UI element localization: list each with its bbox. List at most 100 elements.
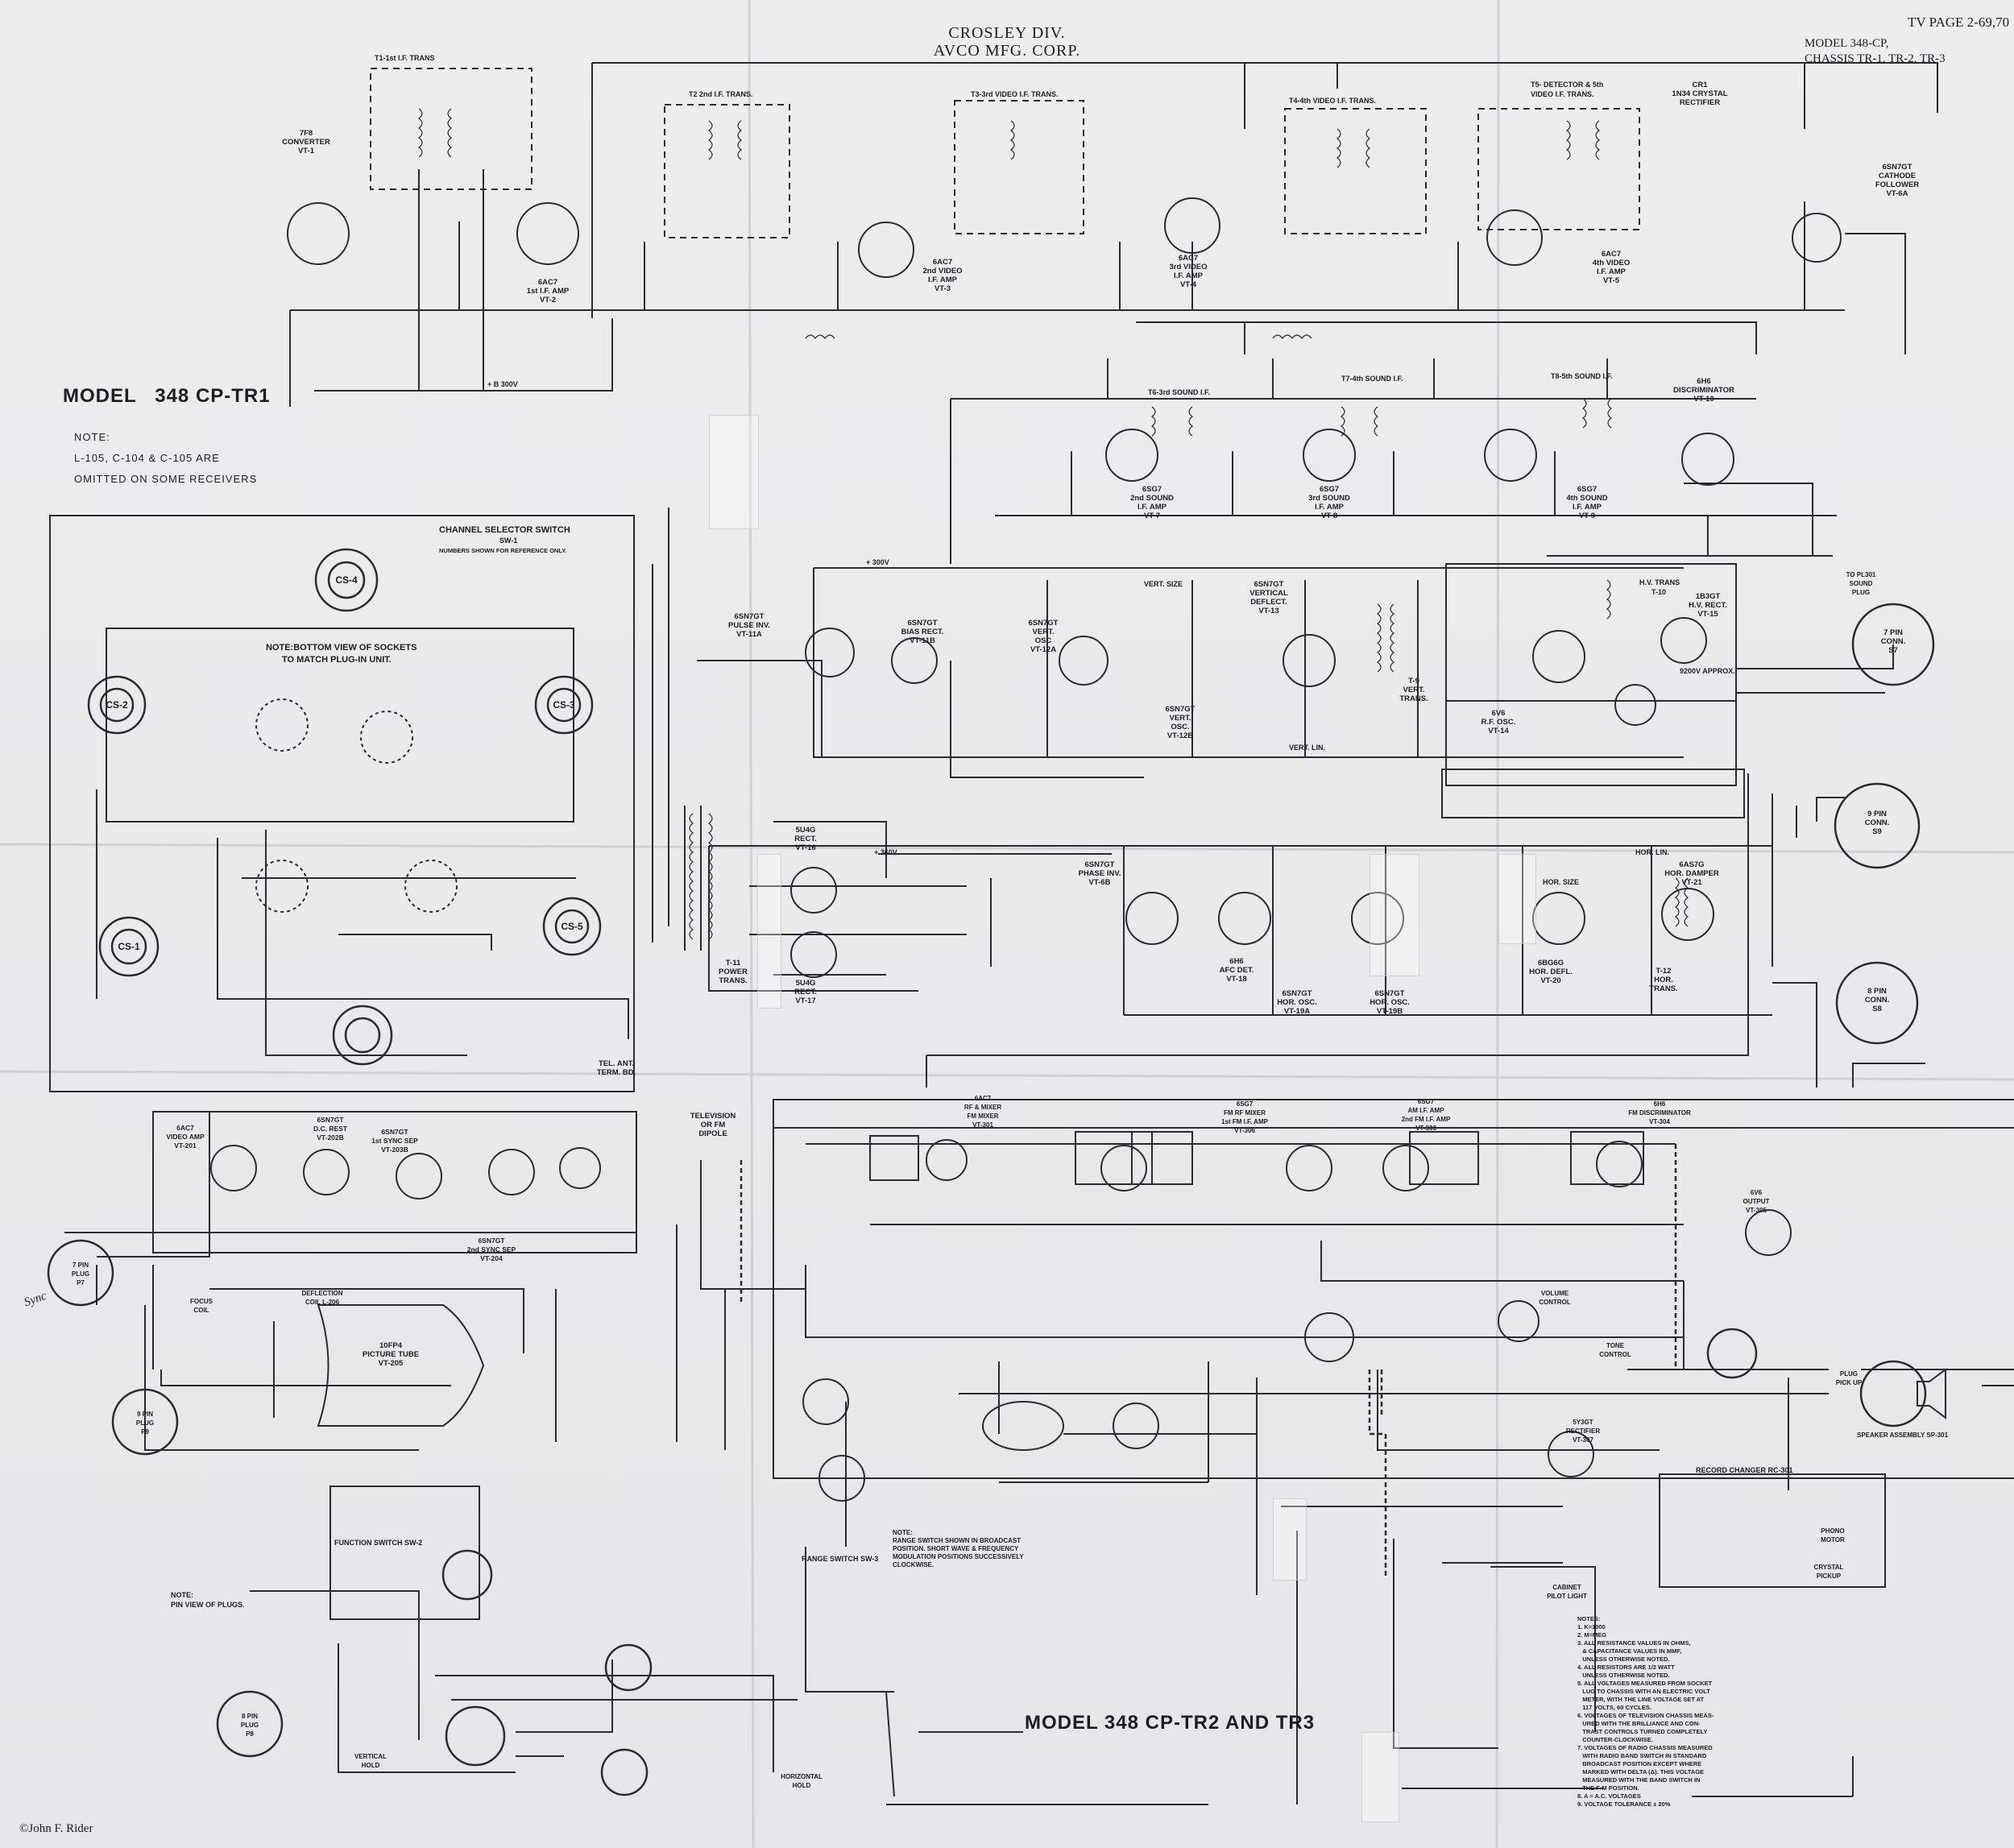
tube-vt11b: 6SN7GT BIAS RECT. VT-11B xyxy=(901,619,944,645)
tube-vt303: 6SG7 AM I.F. AMP 2nd FM I.F. AMP VT-303 xyxy=(1401,1098,1451,1132)
tube-vt10: 6H6 DISCRIMINATOR VT-10 xyxy=(1673,377,1734,404)
tube-vt12a: 6SN7GT VERT. OSC VT-12A xyxy=(1028,619,1059,654)
plug-p9: 9 PIN PLUG P9 xyxy=(135,1411,155,1436)
t2-label: T2 2nd I.F. TRANS. xyxy=(689,90,753,98)
channel-selector-label: CHANNEL SELECTOR SWITCH xyxy=(439,525,570,535)
tube-vt21: 6AS7G HOR. DAMPER VT-21 xyxy=(1664,860,1719,887)
tube-vt20: 6BG6G HOR. DEFL. VT-20 xyxy=(1529,959,1573,985)
tube-vt7: 6SG7 2nd SOUND I.F. AMP VT-7 xyxy=(1130,485,1174,520)
record-changer-label: RECORD CHANGER RC-301 xyxy=(1696,1466,1793,1474)
tape-strip xyxy=(1498,854,1536,944)
t8-label: T8-5th SOUND I.F. xyxy=(1551,372,1613,380)
t5-label-b: VIDEO I.F. TRANS. xyxy=(1531,90,1594,98)
hv-label: 9200V APPROX. xyxy=(1680,667,1735,675)
tv-page-ref: TV PAGE 2-69,70 xyxy=(1908,15,2010,30)
volume-control: VOLUME CONTROL xyxy=(1539,1290,1571,1306)
crystal-rectifier: CR1 1N34 CRYSTAL RECTIFIER xyxy=(1672,81,1728,107)
tube-vt6b: 6SN7GT PHASE INV. VT-6B xyxy=(1078,860,1121,887)
plug-p7: 7 PIN PLUG P7 xyxy=(71,1262,90,1287)
conn-s9: 9 PIN CONN. S9 xyxy=(1864,810,1890,836)
tube-vt17: 5U4G RECT. VT-17 xyxy=(794,979,817,1005)
phono-motor: PHONO MOTOR xyxy=(1821,1527,1845,1543)
numbers-ref-label: NUMBERS SHOWN FOR REFERENCE ONLY. xyxy=(439,547,567,554)
trans-t9: T-9 VERT. TRANS. xyxy=(1399,677,1428,703)
tube-vt203: 6SN7GT 1st SYNC SEP VT-203B xyxy=(371,1128,418,1154)
tape-strip xyxy=(1370,854,1419,976)
note-label: NOTE: xyxy=(74,431,110,443)
t5-label-a: T5- DETECTOR & 5th xyxy=(1531,81,1604,89)
plug-p8: 8 PIN PLUG P8 xyxy=(240,1713,259,1738)
tel-ant-label: TEL. ANT. TERM. BD. xyxy=(596,1059,636,1077)
tube-vt202: 6SN7GT D.C. REST VT-202B xyxy=(313,1116,348,1142)
division-title: CROSLEY DIV. xyxy=(948,24,1066,42)
function-switch-label: FUNCTION SWITCH SW-2 xyxy=(334,1539,423,1547)
tape-strip xyxy=(1361,1732,1399,1822)
trans-t12: T-12 HOR. TRANS. xyxy=(1649,967,1678,993)
range-switch-note: NOTE: RANGE SWITCH SHOWN IN BROADCAST PO… xyxy=(893,1529,1024,1568)
tube-vt9: 6SG7 4th SOUND I.F. AMP VT-9 xyxy=(1566,485,1608,520)
socket-cs4: CS-4 xyxy=(335,574,358,586)
t4-label: T4-4th VIDEO I.F. TRANS. xyxy=(1289,97,1377,105)
tube-vt19b: 6SN7GT HOR. OSC. VT-19B xyxy=(1370,989,1410,1016)
bottom-view-note2: TO MATCH PLUG-IN UNIT. xyxy=(282,655,392,665)
tube-vt1: 7F8 CONVERTER VT-1 xyxy=(282,129,330,155)
tube-vt6a: 6SN7GT CATHODE FOLLOWER VT-6A xyxy=(1875,163,1920,198)
tube-vt305: 6V6 OUTPUT VT-305 xyxy=(1743,1189,1770,1214)
plug-pick-up: PLUG PICK UP xyxy=(1835,1370,1863,1386)
tube-vt14: 6V6 R.F. OSC. VT-14 xyxy=(1481,709,1516,735)
plug-view-note2: PIN VIEW OF PLUGS. xyxy=(171,1601,245,1609)
vert-lin-label: VERT. LIN. xyxy=(1289,744,1326,752)
tone-control: TONE CONTROL xyxy=(1599,1342,1631,1358)
power-trans-label: T-11 POWER TRANS. xyxy=(719,959,748,985)
corp-title: AVCO MFG. CORP. xyxy=(933,42,1081,60)
socket-cs1: CS-1 xyxy=(118,941,140,952)
bottom-view-note: NOTE:BOTTOM VIEW OF SOCKETS xyxy=(266,643,417,653)
tube-vt3: 6AC7 2nd VIDEO I.F. AMP VT-3 xyxy=(922,258,963,293)
picture-tube-label: 10FP4 PICTURE TUBE VT-205 xyxy=(362,1341,420,1368)
tube-vt307: 5Y3GT RECTIFIER VT-307 xyxy=(1565,1419,1601,1444)
tube-vt306: 6SG7 FM RF MIXER 1st FM I.F. AMP VT-306 xyxy=(1221,1100,1268,1134)
vert-size-label: VERT. SIZE xyxy=(1144,580,1183,588)
note-line2: OMITTED ON SOME RECEIVERS xyxy=(74,473,258,485)
tube-vt2: 6AC7 1st I.F. AMP VT-2 xyxy=(526,278,570,305)
tube-vt12b: 6SN7GT VERT. OSC. VT-12B xyxy=(1165,705,1196,740)
tube-vt13: 6SN7GT VERTICAL DEFLECT. VT-13 xyxy=(1249,580,1288,615)
to-pl301: TO PL301 SOUND PLUG xyxy=(1846,571,1876,596)
model-ref-line1: MODEL 348-CP, xyxy=(1805,37,1889,50)
tube-vt201: 6AC7 VIDEO AMP VT-201 xyxy=(166,1124,205,1150)
range-switch-label: RANGE SWITCH SW-3 xyxy=(802,1555,879,1563)
tube-vt19a: 6SN7GT HOR. OSC. VT-19A xyxy=(1277,989,1317,1016)
tube-vt5: 6AC7 4th VIDEO I.F. AMP VT-5 xyxy=(1592,250,1631,285)
b-plus-300: + B 300V xyxy=(487,380,518,388)
tube-vt301: 6AC7 RF & MIXER FM MIXER VT-301 xyxy=(963,1095,1002,1129)
deflection-coil: DEFLECTION COIL L-206 xyxy=(301,1290,343,1306)
television-dipole-label: TELEVISION OR FM DIPOLE xyxy=(690,1112,736,1138)
hor-size-label: HOR. SIZE xyxy=(1543,878,1580,886)
tape-strip xyxy=(709,415,759,529)
sw1-label: SW-1 xyxy=(499,537,518,545)
t7-label: T7-4th SOUND I.F. xyxy=(1341,375,1403,383)
crystal-pickup: CRYSTAL PICKUP xyxy=(1813,1564,1844,1580)
tube-vt15: 1B3GT H.V. RECT. VT-15 xyxy=(1689,592,1727,619)
tube-vt8: 6SG7 3rd SOUND I.F. AMP VT-8 xyxy=(1308,485,1350,520)
pilot-light: CABINET PILOT LIGHT xyxy=(1547,1584,1587,1600)
copyright: ©John F. Rider xyxy=(19,1822,93,1835)
t1-label: T1-1st I.F. TRANS xyxy=(375,54,435,62)
note-line1: L-105, C-104 & C-105 ARE xyxy=(74,452,220,464)
t10-label: T-10 xyxy=(1651,588,1667,596)
horizontal-hold: HORIZONTAL HOLD xyxy=(781,1773,823,1789)
general-notes: NOTES: 1. K=1000 2. M=MEG 3. ALL RESISTA… xyxy=(1577,1615,1714,1808)
socket-cs3: CS-3 xyxy=(553,699,575,711)
hor-lin-label: HOR. LIN. xyxy=(1635,848,1669,856)
tube-vt11a: 6SN7GT PULSE INV. VT-11A xyxy=(728,612,770,639)
tape-strip xyxy=(757,854,781,1009)
v300-label: + 300V xyxy=(866,558,889,566)
v360-label: + 360V xyxy=(874,848,897,856)
tube-vt18: 6H6 AFC DET. VT-18 xyxy=(1219,957,1254,984)
bottom-model-title: MODEL 348 CP-TR2 AND TR3 xyxy=(1025,1712,1316,1734)
conn-s7: 7 PIN CONN. S7 xyxy=(1880,628,1906,655)
hv-trans-label: H.V. TRANS xyxy=(1639,578,1680,586)
tape-strip xyxy=(1273,1498,1307,1581)
model-ref-line2: CHASSIS TR-1, TR-2, TR-3 xyxy=(1805,52,1946,65)
